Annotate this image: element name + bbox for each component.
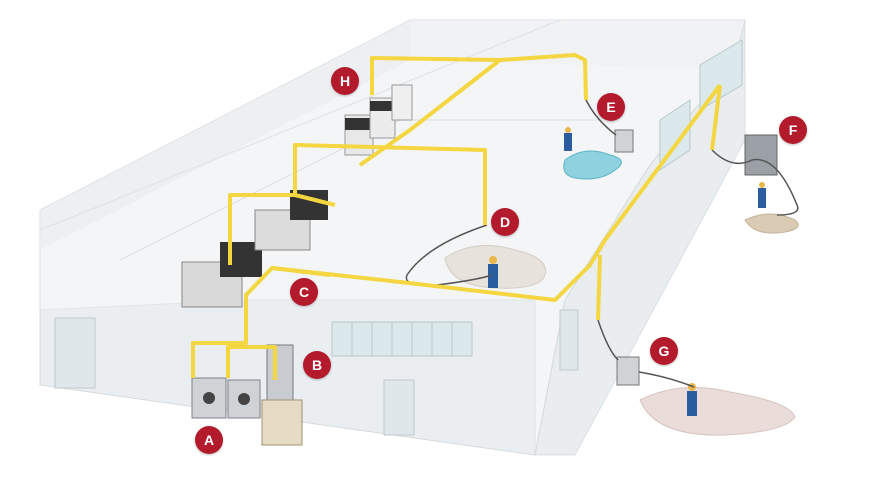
water-spill (563, 150, 622, 180)
door (383, 379, 415, 436)
window-strip (331, 321, 473, 357)
worker-figure (758, 182, 766, 208)
side-window (699, 39, 743, 111)
dust-collectors-a (191, 377, 261, 419)
door (54, 317, 96, 389)
back-wall-right (410, 20, 745, 70)
marker-e[interactable]: E (597, 93, 625, 121)
debris-pile-f (744, 213, 799, 234)
marker-a[interactable]: A (195, 426, 223, 454)
vacuum-unit-g (616, 356, 640, 386)
marker-d[interactable]: D (491, 208, 519, 236)
vacuum-unit-f (744, 134, 778, 176)
door (559, 309, 579, 371)
worker-figure (488, 256, 498, 288)
marker-f[interactable]: F (779, 116, 807, 144)
worker-figure (687, 383, 697, 416)
pipe-network (191, 53, 722, 380)
vacuum-unit-e (614, 129, 634, 153)
worker-figure (564, 127, 572, 151)
debris-pile-g (639, 387, 796, 436)
marker-c[interactable]: C (290, 278, 318, 306)
partition-line (39, 19, 561, 231)
silo-b (261, 344, 303, 446)
marker-h[interactable]: H (331, 67, 359, 95)
marker-b[interactable]: B (303, 351, 331, 379)
marker-g[interactable]: G (650, 337, 678, 365)
cnc-machines (181, 190, 328, 308)
